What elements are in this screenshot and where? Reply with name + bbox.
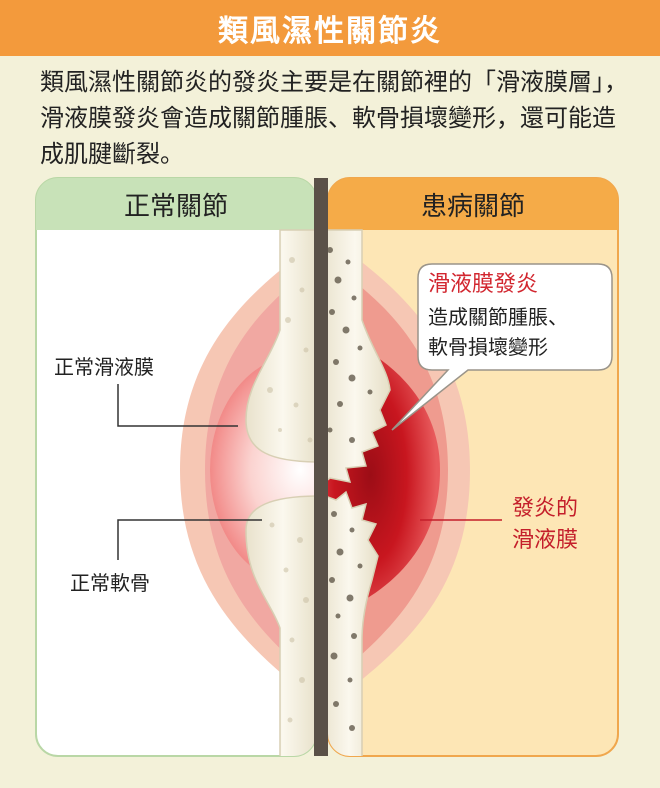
- normal-joint: [180, 229, 316, 756]
- normal-joint-header: 正常關節: [123, 192, 228, 222]
- cartilage-leader-line: [117, 519, 262, 560]
- callout-bubble: [391, 263, 613, 431]
- synovium-leader-line: [117, 384, 238, 427]
- diseased-header-bg: [328, 178, 618, 230]
- title-bar: 類風濕性關節炎: [0, 0, 660, 56]
- page-title: 類風濕性關節炎: [218, 14, 442, 49]
- inflamed-label-line-2: 滑液膜: [512, 528, 579, 553]
- diseased-upper-bone: [328, 229, 391, 488]
- intro-text: 類風濕性關節炎的發炎主要是在關節裡的「滑液膜層」，滑液膜發炎會造成關節腫脹、軟骨…: [40, 68, 628, 168]
- normal-lower-bone: [245, 495, 316, 756]
- diseased-lower-bone: [328, 490, 379, 756]
- callout-line-1: 造成關節腫脹、: [428, 305, 568, 329]
- normal-synovium-label: 正常滑液膜: [54, 355, 154, 379]
- normal-header-bg: [36, 178, 316, 230]
- normal-cartilage-label: 正常軟骨: [70, 571, 150, 595]
- center-divider: [314, 178, 328, 756]
- inflamed-label-line-1: 發炎的: [512, 496, 579, 521]
- diseased-joint-header: 患病關節: [420, 192, 525, 222]
- callout-line-2: 軟骨損壞變形: [428, 335, 548, 359]
- callout-title: 滑液膜發炎: [428, 272, 539, 297]
